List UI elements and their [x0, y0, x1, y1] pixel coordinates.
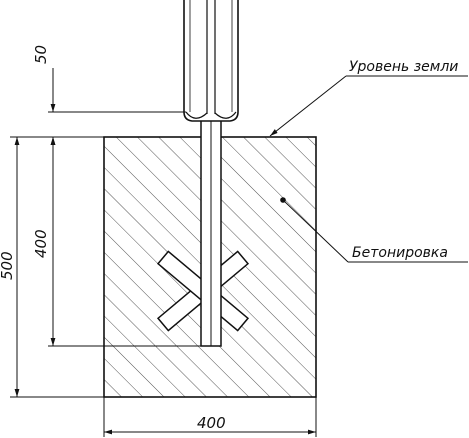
dim-above-ground: 50 — [32, 45, 50, 64]
dim-embed-depth: 400 — [32, 229, 50, 258]
ground-level-label: Уровень земли — [349, 59, 458, 75]
dim-width: 400 — [197, 414, 226, 432]
dimension-lines — [10, 68, 317, 437]
dim-total-depth: 500 — [0, 251, 16, 280]
ground-level-leader — [269, 75, 468, 137]
concreting-label: Бетонировка — [352, 245, 448, 261]
post-above-ground — [183, 0, 239, 122]
post-embedded — [200, 117, 222, 347]
concreting-leader — [280, 197, 468, 263]
